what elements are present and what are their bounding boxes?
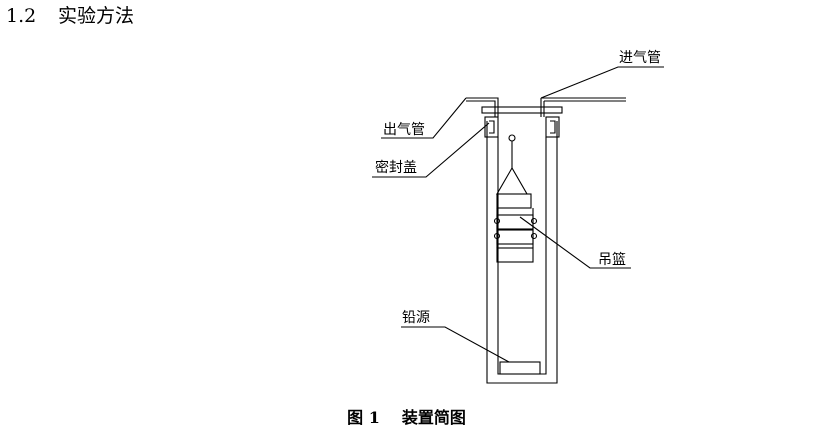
hook (508, 134, 516, 142)
leader-basket (519, 216, 631, 269)
inner-tube (497, 137, 547, 375)
basket-tier (496, 193, 532, 209)
figure-title: 装置简图 (401, 408, 466, 427)
outlet-pipe (466, 97, 499, 117)
inlet-pipe-label: 进气管 (619, 50, 661, 66)
leader-lead (401, 326, 510, 363)
section-number: 1.2 (6, 5, 37, 27)
section-heading: 1.2 实验方法 (6, 4, 134, 28)
outlet-pipe-label: 出气管 (383, 122, 425, 138)
lead-source-label: 铅源 (402, 310, 430, 326)
basket-tier (496, 229, 534, 245)
right-flange-inner (550, 120, 556, 134)
seal-cover (481, 106, 563, 114)
seal-cover-label: 密封盖 (375, 160, 417, 176)
outer-container (486, 121, 558, 384)
inlet-pipe (540, 97, 626, 117)
figure-number: 图 1 (347, 408, 380, 427)
leader-seal (372, 122, 490, 178)
basket-ring (530, 232, 538, 240)
figure-caption: 图 1 装置简图 (0, 408, 813, 428)
leader-inlet (540, 66, 664, 99)
basket-side (496, 208, 534, 248)
basket-tier (496, 247, 534, 263)
leader-outlet (381, 97, 467, 139)
left-flange-inner (489, 120, 495, 134)
basket-ring (493, 232, 501, 240)
right-flange (545, 116, 560, 138)
basket-label: 吊篮 (598, 252, 626, 268)
basket-ring (493, 217, 501, 225)
section-title: 实验方法 (58, 5, 135, 27)
basket-ring (530, 217, 538, 225)
basket-cone (496, 166, 528, 195)
lead-source (499, 361, 541, 375)
